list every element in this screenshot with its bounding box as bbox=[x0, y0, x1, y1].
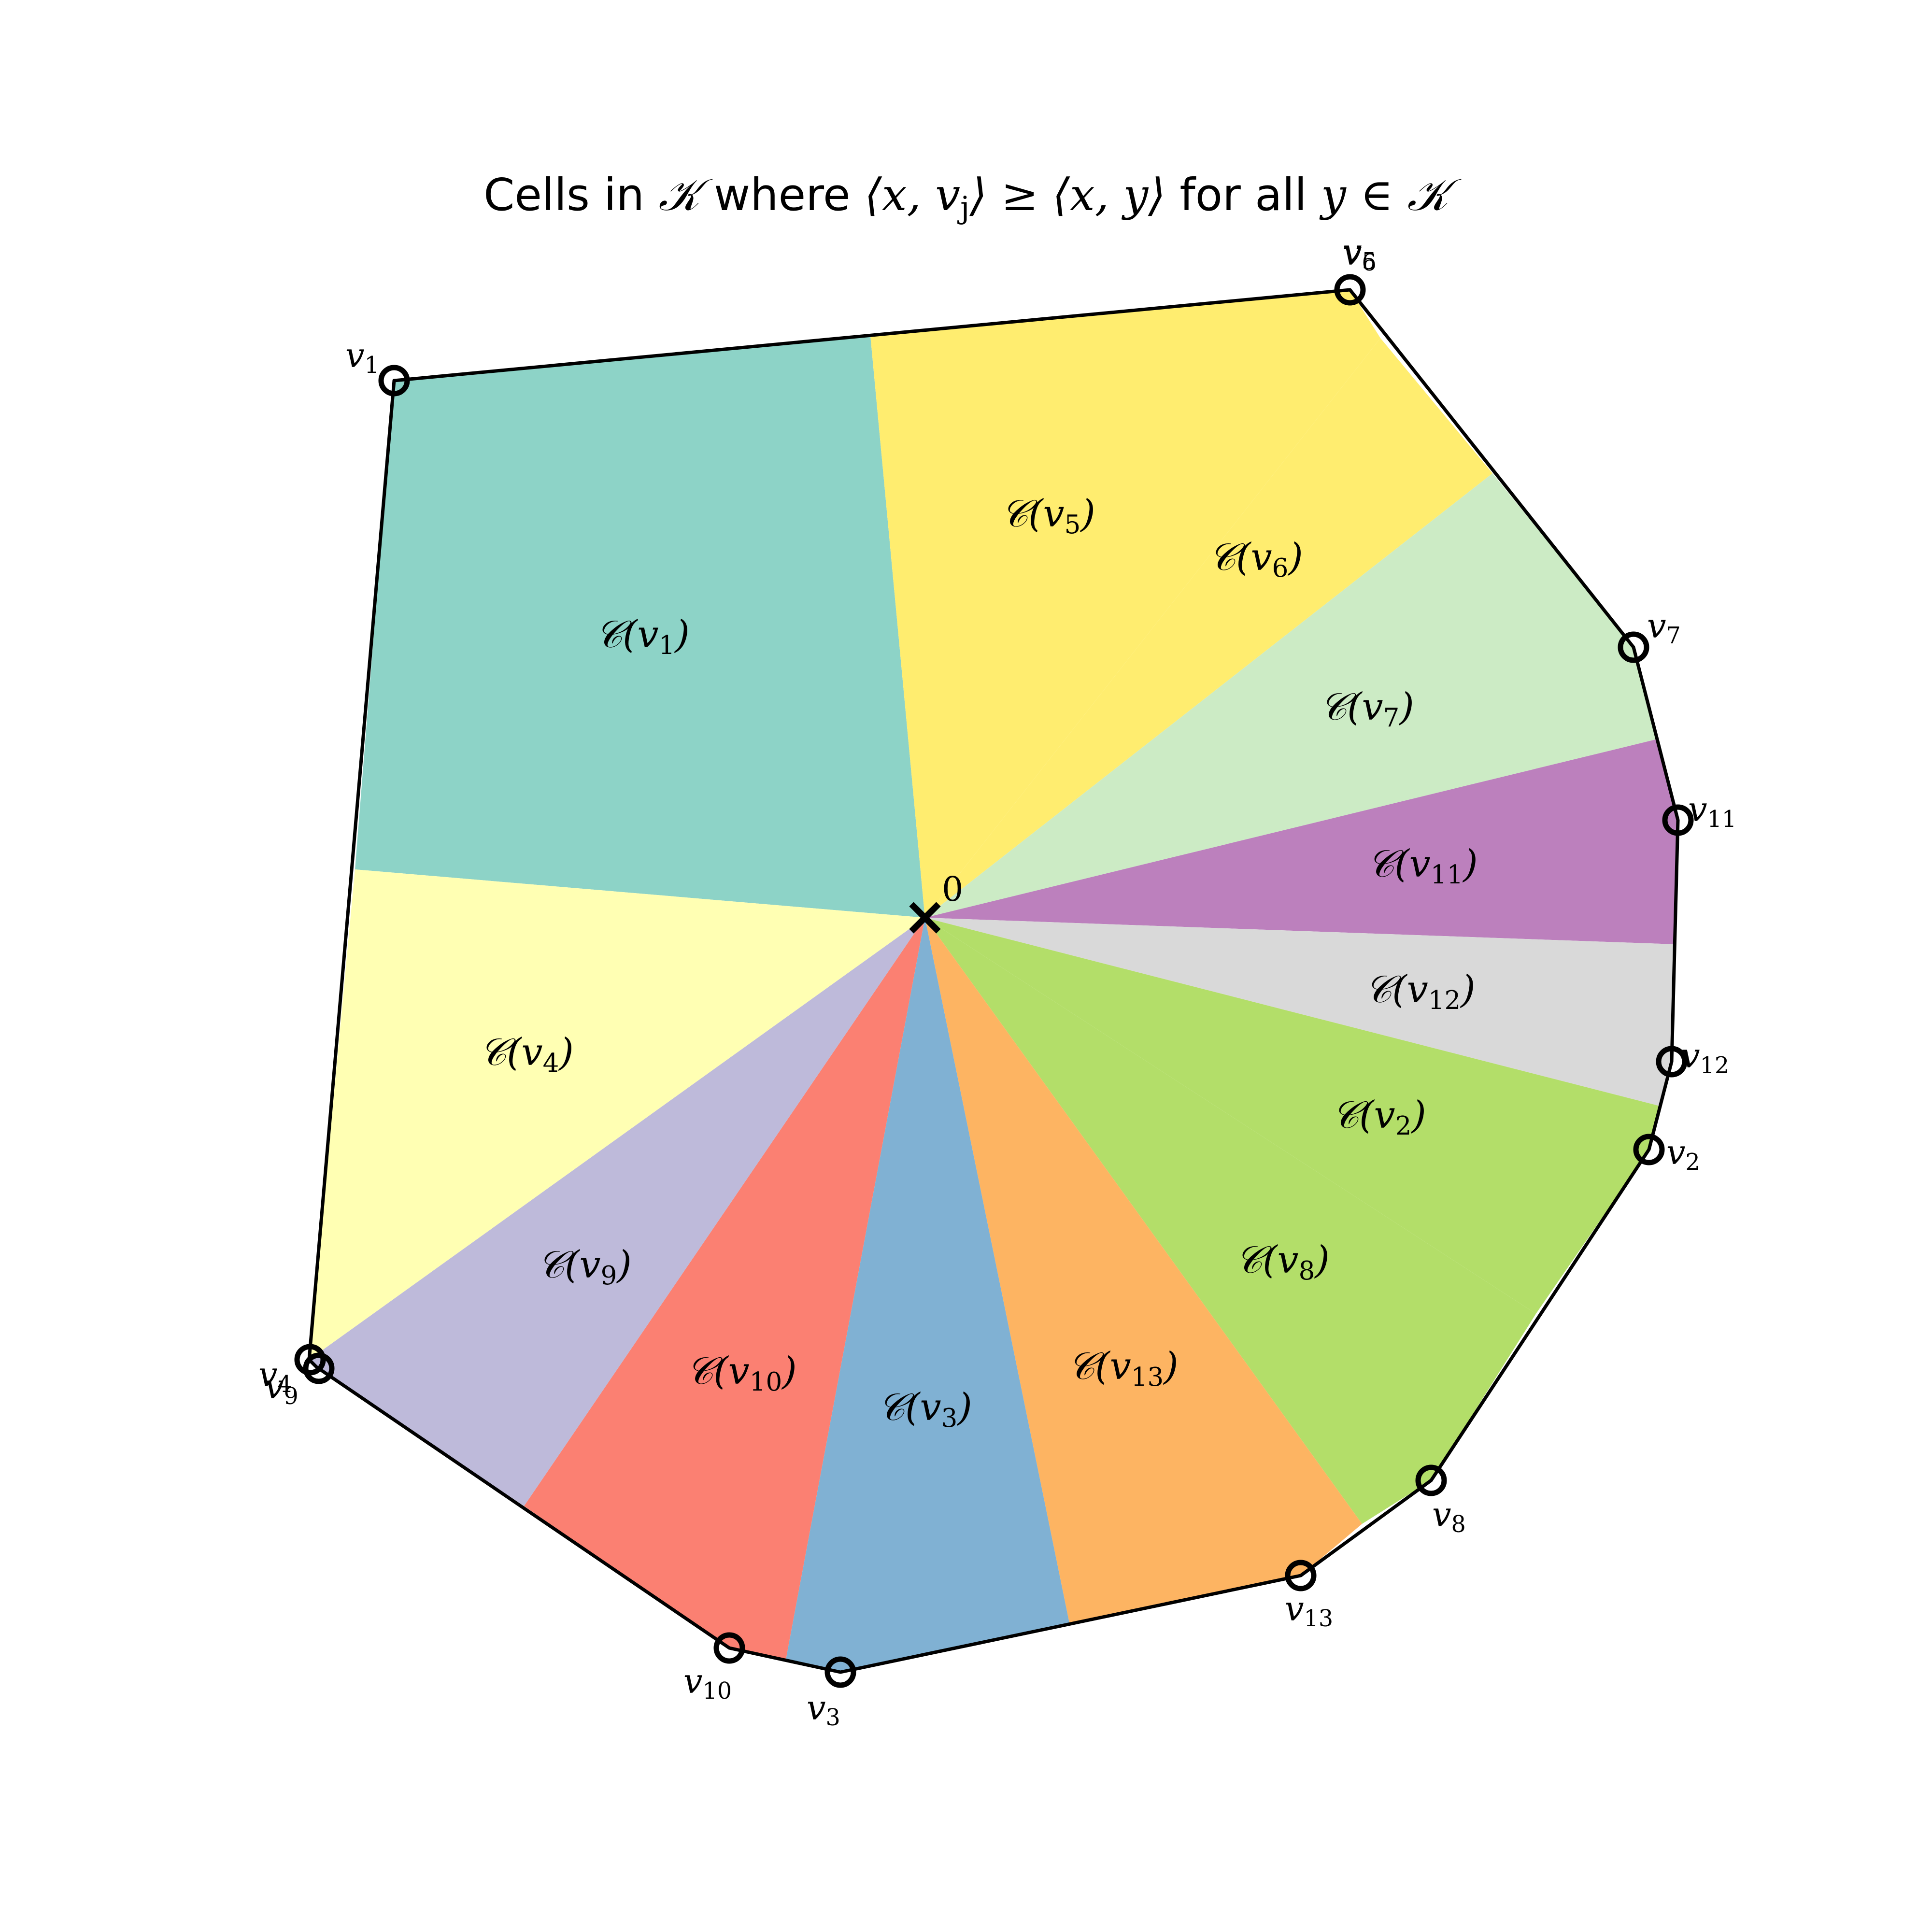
vertex-marker-v4 bbox=[294, 1344, 326, 1376]
cell-label-v7: 𝒞(v7) bbox=[1320, 685, 1414, 733]
cell-region-v12 bbox=[925, 918, 1675, 1106]
vertex-label-v2: v2 bbox=[1666, 1133, 1700, 1176]
origin-label: 0 bbox=[942, 869, 964, 909]
cell-region-v2 bbox=[925, 918, 1660, 1314]
cell-label-v9: 𝒞(v9) bbox=[537, 1243, 632, 1291]
vertex-label-v11: v11 bbox=[1688, 790, 1736, 833]
cell-region-v1 bbox=[355, 336, 925, 918]
vertex-label-v13: v13 bbox=[1285, 1589, 1333, 1632]
vertex-label-v5: v5 bbox=[1343, 232, 1377, 275]
cell-region-v7 bbox=[925, 473, 1658, 918]
vertex-marker-v5 bbox=[1334, 274, 1366, 306]
vertex-marker-v10 bbox=[713, 1632, 745, 1664]
cell-label-v12: 𝒞(v12) bbox=[1364, 968, 1475, 1015]
cell-label-v6: 𝒞(v6) bbox=[1208, 536, 1303, 583]
vertex-label-v1: v1 bbox=[345, 336, 379, 379]
vertex-marker-v9 bbox=[303, 1352, 335, 1384]
origin-cross-icon bbox=[909, 902, 941, 934]
vertex-label-v12: v12 bbox=[1681, 1036, 1729, 1079]
vertex-label-v7: v7 bbox=[1647, 606, 1681, 649]
vertex-label-v8: v8 bbox=[1432, 1495, 1466, 1538]
vertex-marker-v1 bbox=[378, 365, 410, 397]
cell-label-v2: 𝒞(v2) bbox=[1332, 1094, 1426, 1141]
cell-region-v11 bbox=[925, 739, 1678, 944]
diagram-title: Cells in 𝒦 where ⟨x, vj⟩ ≥ ⟨x, y⟩ for al… bbox=[483, 169, 1462, 225]
polygon-boundary bbox=[307, 288, 1680, 1674]
cell-region-v13 bbox=[925, 918, 1362, 1625]
vertex-marker-v2 bbox=[1633, 1134, 1665, 1165]
vertex-label-v6: v6 bbox=[1343, 233, 1377, 276]
vertex-marker-v12 bbox=[1656, 1046, 1688, 1078]
cell-regions bbox=[309, 290, 1678, 1672]
vertex-marker-v13 bbox=[1285, 1560, 1317, 1591]
cell-label-v11: 𝒞(v11) bbox=[1367, 842, 1477, 890]
vertex-label-v4: v4 bbox=[258, 1355, 292, 1398]
vertex-label-v9: v9 bbox=[265, 1367, 298, 1410]
vertex-label-v3: v3 bbox=[807, 1688, 840, 1731]
cell-region-v5 bbox=[870, 290, 1380, 918]
vertex-marker-v3 bbox=[824, 1656, 856, 1688]
cell-region-v8 bbox=[925, 918, 1536, 1524]
cell-label-v8: 𝒞(v8) bbox=[1235, 1238, 1330, 1286]
vertex-labels: v1 v5 v6 v7 v11 v12 v2 v8 v13 v3 v10 v4 … bbox=[258, 232, 1736, 1731]
cell-labels: 𝒞(v1) 𝒞(v5) 𝒞(v6) 𝒞(v7) 𝒞(v11) 𝒞(v12) 𝒞(… bbox=[479, 492, 1477, 1433]
cell-label-v13: 𝒞(v13) bbox=[1067, 1345, 1178, 1392]
vertex-label-v10: v10 bbox=[683, 1662, 732, 1705]
cell-region-v4 bbox=[309, 869, 925, 1360]
cell-region-v10 bbox=[524, 918, 925, 1660]
cell-label-v1: 𝒞(v1) bbox=[595, 613, 690, 660]
cell-region-v9 bbox=[309, 918, 925, 1506]
cell-label-v4: 𝒞(v4) bbox=[479, 1031, 574, 1078]
vertex-marker-v11 bbox=[1662, 804, 1694, 836]
cell-region-v6 bbox=[925, 338, 1492, 918]
cell-label-v10: 𝒞(v10) bbox=[686, 1350, 796, 1397]
cell-region-v3 bbox=[786, 918, 1070, 1672]
vertex-marker-v7 bbox=[1618, 631, 1649, 663]
cell-label-v5: 𝒞(v5) bbox=[1001, 492, 1095, 540]
cell-label-v3: 𝒞(v3) bbox=[878, 1386, 972, 1433]
vertex-markers bbox=[294, 274, 1694, 1688]
vertex-marker-v8 bbox=[1415, 1464, 1447, 1496]
